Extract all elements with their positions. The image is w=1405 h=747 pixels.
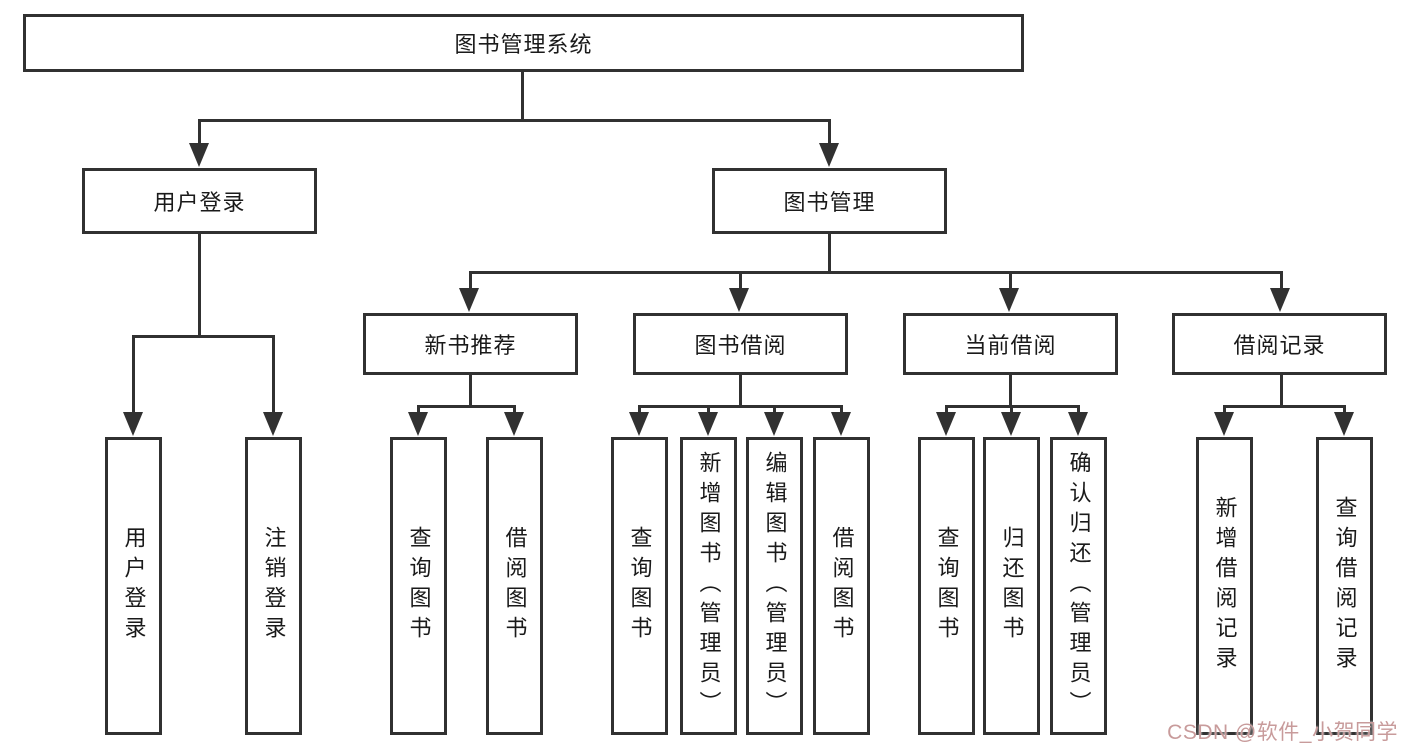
arrow-head [504, 412, 524, 436]
connector-drop-leaf [773, 405, 776, 418]
arrow-head [1214, 412, 1234, 436]
branch-level3 [469, 271, 1283, 274]
connector-drop-user-login [198, 119, 201, 147]
arrow-head [819, 143, 839, 167]
node-book-management-label: 图书管理 [783, 190, 876, 215]
branch-borrow-record-children [1223, 405, 1346, 408]
arrow-head [408, 412, 428, 436]
leaf-current-confirm-admin-label: 确认归还（管理员） [1066, 451, 1092, 721]
connector-drop-leaf-logout [272, 335, 275, 418]
node-book-borrow: 图书借阅 [633, 313, 848, 375]
connector-stem-current-borrow [1009, 373, 1012, 407]
connector-stem-new-book [469, 373, 472, 407]
arrow-head [189, 143, 209, 167]
branch-book-borrow-children [638, 405, 843, 408]
arrow-head [263, 412, 283, 436]
leaf-borrow-edit-admin-label: 编辑图书（管理员） [762, 451, 788, 721]
leaf-newbook-query-label: 查询图书 [406, 526, 432, 646]
leaf-newbook-borrow: 借阅图书 [486, 437, 543, 735]
node-root-label: 图书管理系统 [454, 32, 593, 57]
leaf-logout-label: 注销登录 [261, 526, 287, 646]
node-root: 图书管理系统 [23, 14, 1024, 72]
arrow-head [1068, 412, 1088, 436]
branch-current-borrow-children [945, 405, 1080, 408]
connector-drop-leaf-user-login [132, 335, 135, 418]
leaf-borrow-add-admin: 新增图书（管理员） [680, 437, 737, 735]
node-current-borrow: 当前借阅 [903, 313, 1118, 375]
leaf-current-confirm-admin: 确认归还（管理员） [1050, 437, 1107, 735]
connector-drop-leaf [707, 405, 710, 418]
arrow-head [1334, 412, 1354, 436]
node-book-borrow-label: 图书借阅 [694, 333, 787, 358]
connector-drop-leaf [945, 405, 948, 418]
connector-drop-current-borrow [1009, 271, 1012, 292]
leaf-newbook-query: 查询图书 [390, 437, 447, 735]
connector-drop-new-book [469, 271, 472, 292]
node-borrow-record-label: 借阅记录 [1233, 333, 1326, 358]
leaf-borrow-borrow: 借阅图书 [813, 437, 870, 735]
node-current-borrow-label: 当前借阅 [964, 333, 1057, 358]
connector-drop-leaf [417, 405, 420, 418]
connector-drop-leaf [1343, 405, 1346, 418]
leaf-record-add: 新增借阅记录 [1196, 437, 1253, 735]
branch-level2 [198, 119, 831, 122]
arrow-head [123, 412, 143, 436]
arrow-head [936, 412, 956, 436]
connector-stem-book-management [828, 232, 831, 273]
arrow-head [729, 288, 749, 312]
node-new-book-recommend: 新书推荐 [363, 313, 578, 375]
connector-drop-leaf [840, 405, 843, 418]
leaf-user-login: 用户登录 [105, 437, 162, 735]
leaf-borrow-query-label: 查询图书 [627, 526, 653, 646]
arrow-head [831, 412, 851, 436]
connector-drop-leaf [638, 405, 641, 418]
leaf-current-query: 查询图书 [918, 437, 975, 735]
connector-drop-leaf [1077, 405, 1080, 418]
connector-drop-borrow-record [1280, 271, 1283, 292]
leaf-borrow-borrow-label: 借阅图书 [829, 526, 855, 646]
connector-stem-user-login [198, 232, 201, 337]
arrow-head [629, 412, 649, 436]
arrow-head [1270, 288, 1290, 312]
leaf-record-query: 查询借阅记录 [1316, 437, 1373, 735]
leaf-borrow-edit-admin: 编辑图书（管理员） [746, 437, 803, 735]
leaf-current-return: 归还图书 [983, 437, 1040, 735]
node-user-login: 用户登录 [82, 168, 317, 234]
node-borrow-record: 借阅记录 [1172, 313, 1387, 375]
arrow-head [1001, 412, 1021, 436]
branch-new-book-children [417, 405, 516, 408]
connector-stem-book-borrow [739, 373, 742, 407]
connector-drop-leaf [1223, 405, 1226, 418]
node-user-login-label: 用户登录 [153, 190, 246, 215]
connector-drop-book-borrow [739, 271, 742, 292]
leaf-newbook-borrow-label: 借阅图书 [502, 526, 528, 646]
leaf-user-login-label: 用户登录 [121, 526, 147, 646]
leaf-borrow-add-admin-label: 新增图书（管理员） [696, 451, 722, 721]
leaf-logout: 注销登录 [245, 437, 302, 735]
branch-user-login-children [132, 335, 275, 338]
leaf-record-add-label: 新增借阅记录 [1212, 496, 1238, 676]
connector-stem-borrow-record [1280, 373, 1283, 407]
arrow-head [459, 288, 479, 312]
leaf-borrow-query: 查询图书 [611, 437, 668, 735]
connector-root-trunk [521, 70, 524, 121]
leaf-current-return-label: 归还图书 [999, 526, 1025, 646]
leaf-record-query-label: 查询借阅记录 [1332, 496, 1358, 676]
node-new-book-recommend-label: 新书推荐 [424, 333, 517, 358]
connector-drop-book-management [828, 119, 831, 147]
connector-drop-leaf [513, 405, 516, 418]
csdn-watermark: CSDN @软件_小贺同学 [1167, 721, 1398, 744]
node-book-management: 图书管理 [712, 168, 947, 234]
arrow-head [764, 412, 784, 436]
arrow-head [698, 412, 718, 436]
leaf-current-query-label: 查询图书 [934, 526, 960, 646]
connector-drop-leaf [1010, 405, 1013, 418]
arrow-head [999, 288, 1019, 312]
